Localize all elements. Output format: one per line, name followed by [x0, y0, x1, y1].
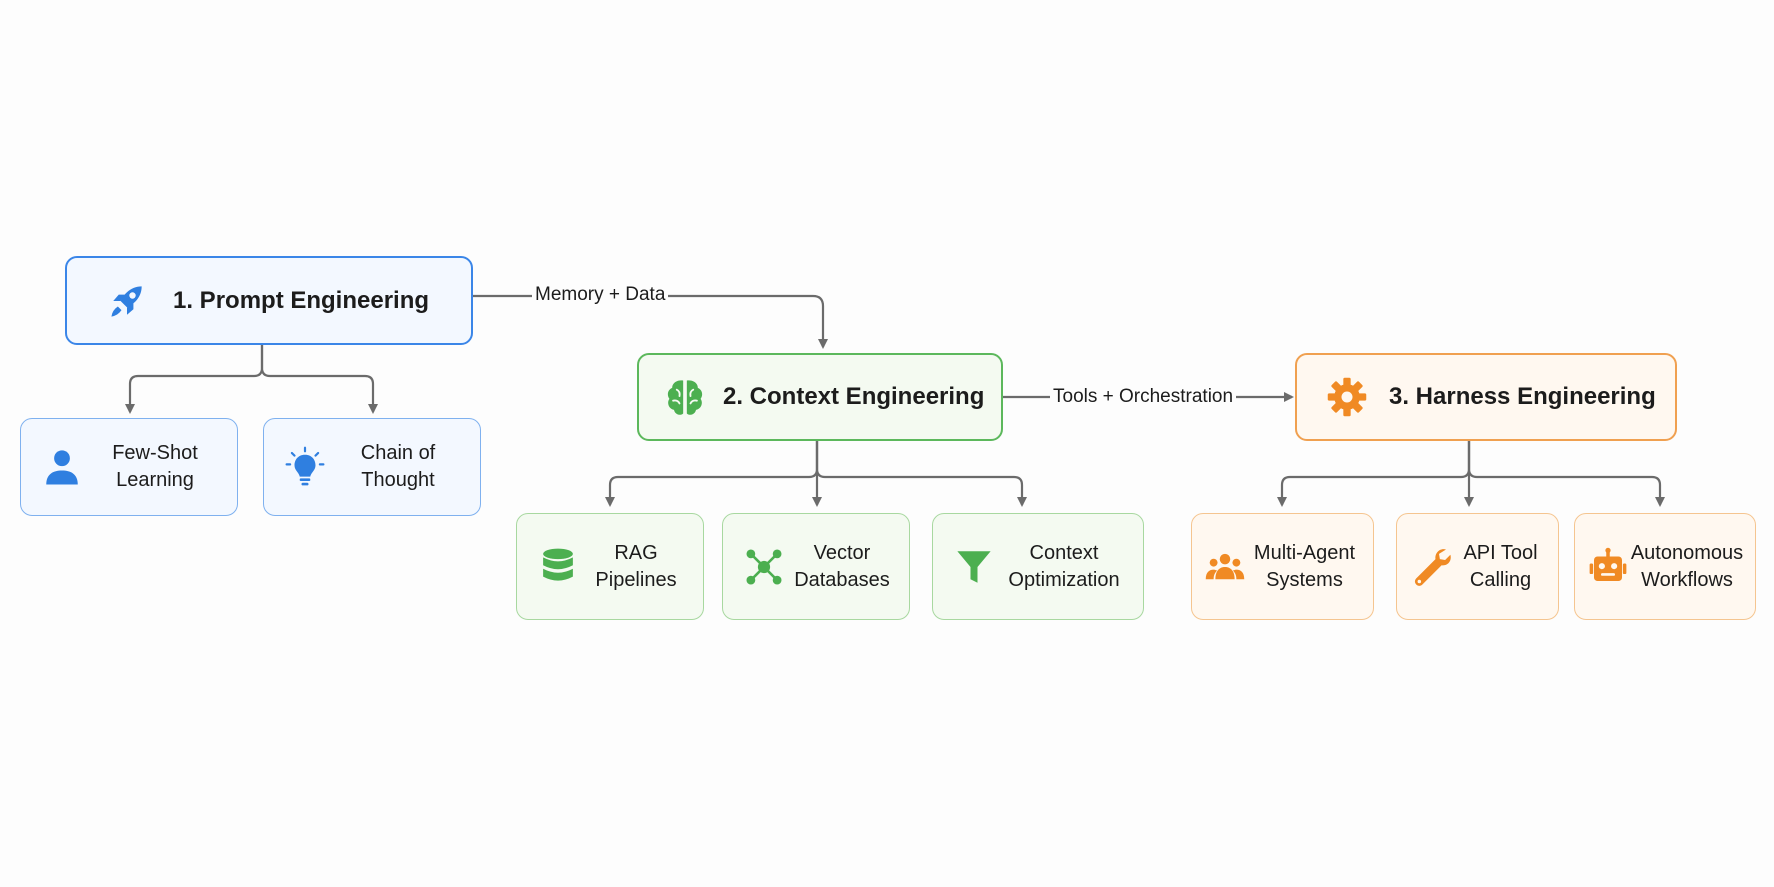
robot-icon: [1587, 546, 1629, 588]
node-title: 3. Harness Engineering: [1389, 383, 1656, 410]
edge-prompt-to-chain: [260, 345, 378, 414]
node-api-tool-calling[interactable]: API Tool Calling: [1396, 513, 1559, 620]
node-harness-engineering[interactable]: 3. Harness Engineering: [1295, 353, 1677, 441]
edge-context-to-rag: [605, 441, 819, 507]
wrench-icon: [1411, 546, 1453, 588]
node-label-line1: Autonomous: [1630, 541, 1744, 564]
node-label-line1: Few-Shot: [112, 442, 198, 464]
edge-harness-to-autonomous: [1467, 441, 1665, 507]
node-few-shot-learning[interactable]: Few-Shot Learning: [20, 418, 238, 516]
edge-prompt-to-context: [473, 294, 828, 349]
node-label-line2: Calling: [1469, 568, 1532, 591]
node-multi-agent-systems[interactable]: Multi-Agent Systems: [1191, 513, 1374, 620]
node-label-line1: Chain of: [360, 442, 436, 464]
node-label-line2: Workflows: [1641, 568, 1733, 591]
network-icon: [743, 546, 785, 588]
node-context-optimization[interactable]: Context Optimization: [932, 513, 1144, 620]
funnel-icon: [953, 546, 995, 588]
node-label-line1: API Tool: [1463, 541, 1538, 564]
node-title: 2. Context Engineering: [723, 383, 985, 410]
node-label-line1: RAG: [614, 541, 658, 564]
brain-icon: [663, 375, 707, 419]
node-label-line1: Multi-Agent: [1253, 541, 1356, 564]
edge-harness-to-multi-agent: [1277, 441, 1471, 507]
person-icon: [41, 446, 83, 488]
edge-context-to-ctx-opt: [815, 441, 1027, 507]
node-autonomous-workflows[interactable]: Autonomous Workflows: [1574, 513, 1756, 620]
node-label-line2: Databases: [794, 568, 890, 591]
node-context-engineering[interactable]: 2. Context Engineering: [637, 353, 1003, 441]
node-chain-of-thought[interactable]: Chain of Thought: [263, 418, 481, 516]
lightbulb-icon: [284, 446, 326, 488]
node-label-line2: Thought: [361, 469, 435, 491]
gear-icon: [1325, 375, 1369, 419]
edge-label-memory-data: Memory + Data: [532, 284, 669, 306]
edge-prompt-to-few-shot: [125, 345, 264, 414]
rocket-icon: [105, 279, 149, 323]
node-title: 1. Prompt Engineering: [173, 286, 430, 314]
node-vector-databases[interactable]: Vector Databases: [722, 513, 910, 620]
node-prompt-engineering[interactable]: 1. Prompt Engineering: [65, 256, 473, 345]
database-icon: [537, 546, 579, 588]
group-icon: [1204, 546, 1246, 588]
node-label-line1: Context: [1029, 541, 1099, 564]
node-label-line2: Systems: [1266, 568, 1343, 591]
edge-label-tools-orchestration: Tools + Orchestration: [1050, 386, 1237, 408]
node-rag-pipelines[interactable]: RAG Pipelines: [516, 513, 704, 620]
node-label-line2: Pipelines: [595, 568, 677, 591]
node-label-line2: Optimization: [1008, 568, 1120, 591]
node-label-line1: Vector: [813, 541, 871, 564]
node-label-line2: Learning: [116, 469, 194, 491]
